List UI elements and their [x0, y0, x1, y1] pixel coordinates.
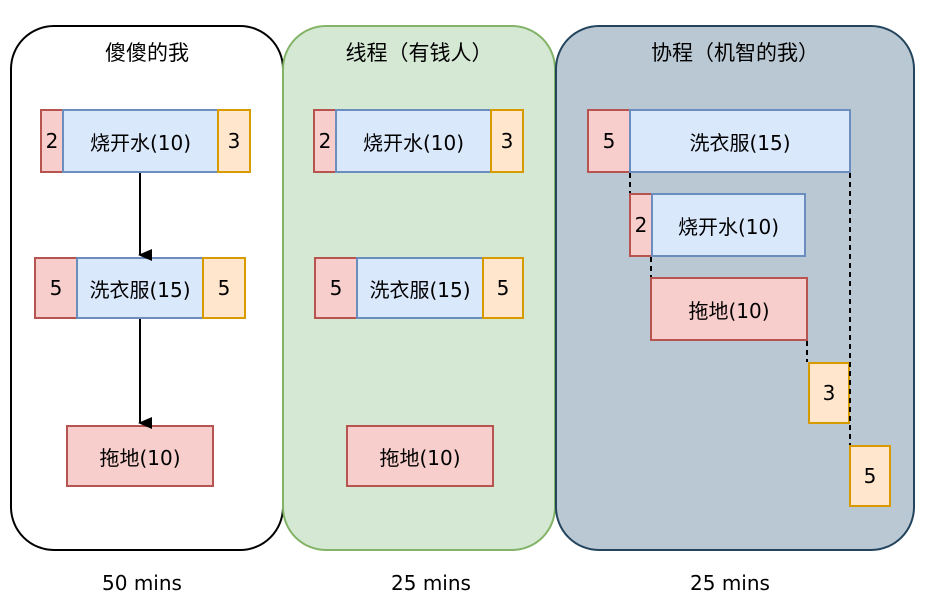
wash-clothes-box: 洗衣服(15) [356, 257, 484, 319]
wash-post-box: 5 [202, 257, 246, 319]
mop-floor-box: 拖地(10) [346, 425, 494, 487]
boil-prep-box: 2 [629, 193, 653, 257]
wash-post-box: 5 [482, 257, 524, 319]
coroutine-total-time: 25 mins [690, 571, 770, 595]
wash-prep-box: 5 [587, 109, 631, 173]
boil-prep-box: 2 [40, 109, 64, 173]
boil-post-box: 3 [490, 109, 524, 173]
wash-post-box: 5 [849, 445, 891, 507]
sequential-total-time: 50 mins [102, 571, 182, 595]
boil-water-box: 烧开水(10) [335, 109, 492, 173]
boil-post-box: 3 [217, 109, 251, 173]
sequential-panel-title: 傻傻的我 [105, 41, 189, 65]
wash-clothes-box: 洗衣服(15) [629, 109, 851, 173]
boil-water-box: 烧开水(10) [651, 193, 806, 257]
boil-water-box: 烧开水(10) [62, 109, 219, 173]
thread-panel-title: 线程（有钱人） [345, 41, 493, 65]
mop-floor-box: 拖地(10) [650, 277, 808, 341]
thread-total-time: 25 mins [391, 571, 471, 595]
coroutine-panel-title: 协程（机智的我） [651, 41, 819, 65]
